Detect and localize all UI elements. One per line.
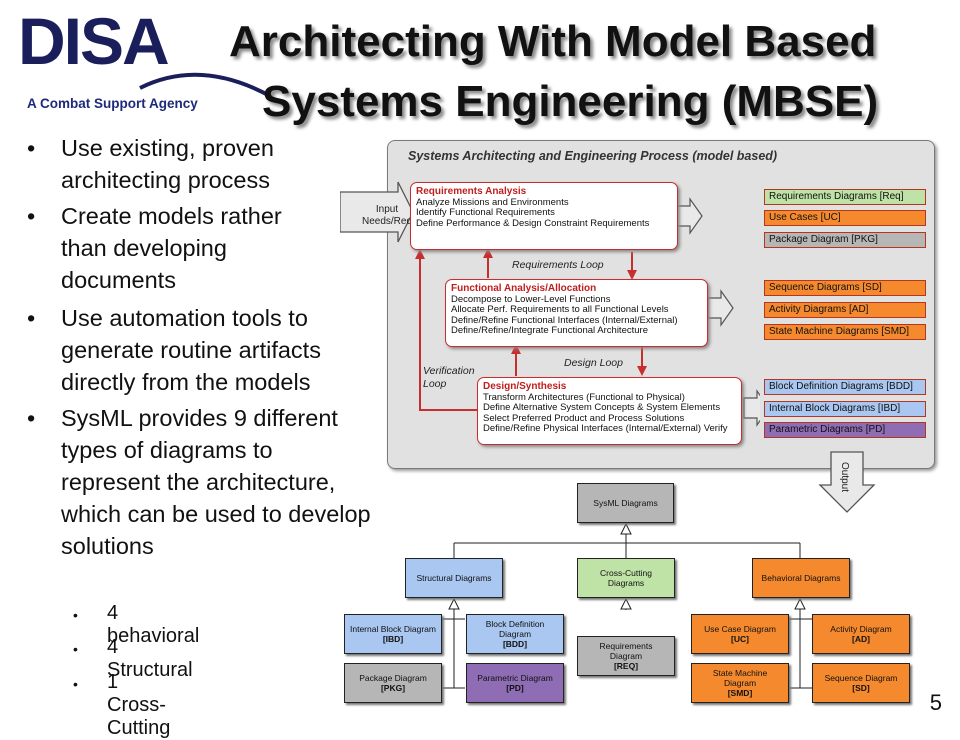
bullet-text: Create models rather than developing doc… (61, 203, 282, 293)
ad-node: Activity Diagram[AD] (812, 614, 910, 654)
page-number: 5 (929, 690, 942, 715)
design-line: Select Preferred Product and Process Sol… (483, 412, 685, 424)
output-arrow-icon (676, 197, 703, 235)
design-synthesis-box: Design/Synthesis Transform Architectures… (477, 377, 742, 445)
sub-bullet-text: 1 Cross-Cutting (107, 671, 171, 739)
bdd-abbr: [BDD] (502, 639, 528, 649)
functional-analysis-box: Functional Analysis/Allocation Decompose… (445, 279, 708, 347)
bullet-text: Use existing, proven architecting proces… (61, 135, 274, 193)
uc-abbr: [UC] (731, 634, 749, 644)
design-synthesis-heading: Design/Synthesis (483, 381, 567, 392)
diagram-label: Block Definition Diagrams [BDD] (764, 379, 926, 395)
pd-name: Parametric Diagram (477, 673, 553, 683)
design-line: Transform Architectures (Functional to P… (483, 391, 685, 403)
input-arrow-icon (340, 181, 414, 243)
slide-title-line-1: Architecting With Model Based (229, 17, 877, 66)
input-needs-label: Input Needs/Req (362, 204, 413, 227)
sd-name: Sequence Diagram (824, 673, 898, 683)
functional-line: Decompose to Lower-Level Functions (451, 293, 611, 305)
logo-swoosh-icon (139, 72, 271, 98)
disa-logo: DISA (18, 4, 170, 78)
hierarchy-connectors (425, 522, 812, 689)
uc-name: Use Case Diagram (704, 624, 776, 634)
diagram-label: Package Diagram [PKG] (764, 232, 926, 248)
design-loop-label: Design Loop (564, 357, 623, 369)
design-line: Define/Refine Physical Interfaces (Inter… (483, 423, 728, 435)
pkg-abbr: [PKG] (380, 683, 406, 693)
ibd-abbr: [IBD] (382, 634, 404, 644)
functional-line: Allocate Perf. Requirements to all Funct… (451, 304, 669, 316)
requirements-line: Analyze Missions and Environments (416, 196, 569, 208)
pkg-node: Package Diagram[PKG] (344, 663, 442, 703)
pkg-name: Package Diagram (359, 673, 427, 683)
bdd-name: Block Definition Diagram (485, 619, 545, 639)
ad-name: Activity Diagram (830, 624, 892, 634)
process-title: Systems Architecting and Engineering Pro… (408, 149, 778, 163)
output-arrow-icon (707, 289, 734, 327)
slide-title-line-2: Systems Engineering (MBSE) (262, 77, 879, 126)
agency-tagline: A Combat Support Agency (27, 96, 198, 111)
diagram-label: State Machine Diagrams [SMD] (764, 324, 926, 340)
process-connectors (340, 181, 760, 427)
ibd-name: Internal Block Diagram (350, 624, 436, 634)
diagram-label: Requirements Diagrams [Req] (764, 189, 926, 205)
req-name: Requirements Diagram (599, 641, 653, 661)
pd-node: Parametric Diagram[PD] (466, 663, 564, 703)
diagram-label: Internal Block Diagrams [IBD] (764, 401, 926, 417)
ad-abbr: [AD] (852, 634, 870, 644)
requirements-line: Identify Functional Requirements (416, 207, 555, 219)
sub-bullet-text: 4 Structural (107, 636, 193, 681)
requirements-loop-label: Requirements Loop (512, 259, 604, 271)
sd-node: Sequence Diagram[SD] (812, 663, 910, 703)
verification-loop-label: Verification Loop (423, 365, 475, 390)
design-line: Define Alternative System Concepts & Sys… (483, 402, 721, 414)
requirements-analysis-box: Requirements Analysis Analyze Missions a… (410, 182, 678, 250)
bdd-node: Block Definition Diagram[BDD] (466, 614, 564, 654)
uc-node: Use Case Diagram[UC] (691, 614, 789, 654)
behavioral-diagrams-node: Behavioral Diagrams (752, 558, 850, 598)
functional-line: Define/Refine Functional Interfaces (Int… (451, 314, 678, 326)
output-arrow-icon (743, 389, 760, 427)
requirements-analysis-heading: Requirements Analysis (416, 186, 527, 197)
bullet-text: SysML provides 9 different types of diag… (61, 405, 371, 559)
sysml-diagrams-root: SysML Diagrams (577, 483, 674, 523)
cross-cutting-diagrams-node: Cross-Cutting Diagrams (577, 558, 675, 598)
req-node: Requirements Diagram[REQ] (577, 636, 675, 676)
pd-abbr: [PD] (506, 683, 524, 693)
requirements-line: Define Performance & Design Constraint R… (416, 217, 650, 229)
req-abbr: [REQ] (613, 661, 639, 671)
smd-abbr: [SMD] (727, 688, 753, 698)
diagram-label: Use Cases [UC] (764, 210, 926, 226)
diagram-label: Sequence Diagrams [SD] (764, 280, 926, 296)
smd-name: State Machine Diagram (712, 668, 768, 688)
output-down-arrow-icon (818, 451, 876, 513)
sub-bullet-text: 4 behavioral (107, 602, 200, 647)
functional-line: Define/Refine/Integrate Functional Archi… (451, 325, 648, 337)
diagram-label: Parametric Diagrams [PD] (764, 422, 926, 438)
sd-abbr: [SD] (852, 683, 870, 693)
output-label: Output (839, 462, 850, 493)
diagram-label: Activity Diagrams [AD] (764, 302, 926, 318)
structural-diagrams-node: Structural Diagrams (405, 558, 503, 598)
ibd-node: Internal Block Diagram[IBD] (344, 614, 442, 654)
functional-analysis-heading: Functional Analysis/Allocation (451, 283, 597, 294)
smd-node: State Machine Diagram[SMD] (691, 663, 789, 703)
bullet-text: Use automation tools to generate routine… (61, 305, 321, 395)
